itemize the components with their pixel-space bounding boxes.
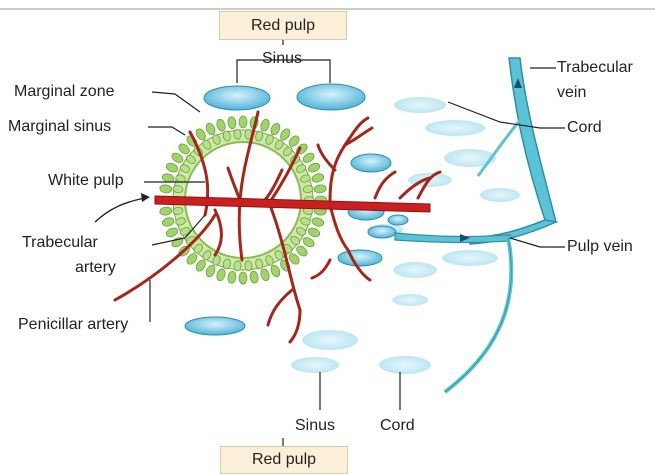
red-pulp-top-label: Red pulp — [219, 11, 347, 40]
marginal-zone-cell — [249, 271, 259, 284]
marginal-zone-cell — [239, 272, 247, 284]
marginal-zone-cell — [279, 127, 292, 141]
cord-shape — [392, 294, 428, 306]
sinus-shape — [204, 86, 270, 110]
marginal-zone-cell — [161, 216, 175, 227]
cord-right-label: Cord — [567, 118, 602, 137]
marginal-zone-cell — [194, 127, 207, 141]
marginal-zone-cell — [311, 172, 325, 183]
marginal-zone-cell — [165, 226, 179, 238]
marginal-zone-cell — [215, 268, 226, 282]
marginal-zone-cell — [170, 151, 184, 164]
marginal-zone-cell — [227, 116, 237, 129]
arteriole-down-branch — [268, 290, 292, 325]
arteriole-right-low — [330, 205, 348, 250]
penicillar-artery-label: Penicillar artery — [18, 315, 128, 334]
marginal-zone-cell — [307, 226, 321, 238]
sinus-shape — [297, 84, 365, 110]
trabecular-artery-label-line2: artery — [75, 258, 116, 277]
marginal-zone-cell — [204, 264, 216, 278]
cord-shape — [425, 120, 485, 136]
cord-shape — [291, 357, 339, 373]
marginal-zone-cell — [204, 122, 216, 136]
trabecular-vein-label-line2: vein — [557, 83, 586, 102]
cord-shape — [442, 250, 498, 266]
marginal-zone-cell — [269, 264, 281, 278]
marginal-zone-cell — [314, 184, 327, 194]
leader-marginal-zone — [152, 92, 200, 112]
marginal-zone-cell — [311, 216, 325, 227]
cord-shape — [379, 356, 431, 374]
marginal-zone-cell — [301, 151, 315, 164]
sinus-shape — [338, 250, 382, 266]
pulp-vein-label: Pulp vein — [567, 237, 633, 256]
arrow-to-artery-head — [141, 193, 150, 202]
marginal-zone-cell — [259, 268, 270, 282]
arteriole-down-branch2 — [290, 310, 300, 342]
arteriole-right-up1 — [330, 145, 345, 200]
cord-shape — [394, 97, 446, 113]
cord-shape — [480, 188, 520, 202]
marginal-zone-cell — [194, 258, 207, 272]
marginal-zone-cell — [269, 122, 281, 136]
marginal-sinus-label: Marginal sinus — [8, 117, 111, 136]
marginal-zone-cell — [159, 184, 172, 194]
marginal-zone-cell — [301, 236, 315, 249]
leader-marginal-sinus — [148, 127, 185, 135]
marginal-zone-cell — [259, 118, 270, 132]
marginal-zone-cell — [170, 236, 184, 249]
cord-shape — [393, 262, 437, 278]
marginal-zone-cell — [165, 161, 179, 173]
arrow-to-artery — [95, 198, 145, 222]
leader-pulp-vein — [510, 238, 565, 247]
cord-bottom-label: Cord — [380, 416, 415, 435]
marginal-zone-cell — [227, 271, 237, 284]
marginal-zone-cell — [215, 118, 226, 132]
trabecular-artery-label-line1: Trabecular — [22, 233, 98, 252]
marginal-zone-cell — [307, 161, 321, 173]
cord-shape — [302, 330, 358, 350]
sinus-shape — [388, 215, 408, 225]
trabecular-vein-label-line1: Trabecular — [557, 58, 633, 77]
sinus-shape — [351, 154, 391, 172]
sinus-shape — [185, 317, 245, 335]
sinus-bottom-label: Sinus — [295, 416, 335, 435]
arteriole-right-up3 — [318, 145, 335, 170]
arteriole-right-mid — [375, 172, 395, 198]
arteriole-right-low3 — [312, 260, 330, 278]
red-pulp-bottom-label: Red pulp — [220, 446, 348, 474]
white-pulp-label: White pulp — [48, 171, 124, 190]
sinus-top-label: Sinus — [262, 49, 302, 68]
marginal-zone-cell — [239, 116, 247, 128]
pulp-vein — [395, 233, 510, 243]
sinus-shape — [368, 226, 396, 238]
marginal-zone-cell — [159, 206, 172, 216]
marginal-zone-label: Marginal zone — [14, 82, 115, 101]
